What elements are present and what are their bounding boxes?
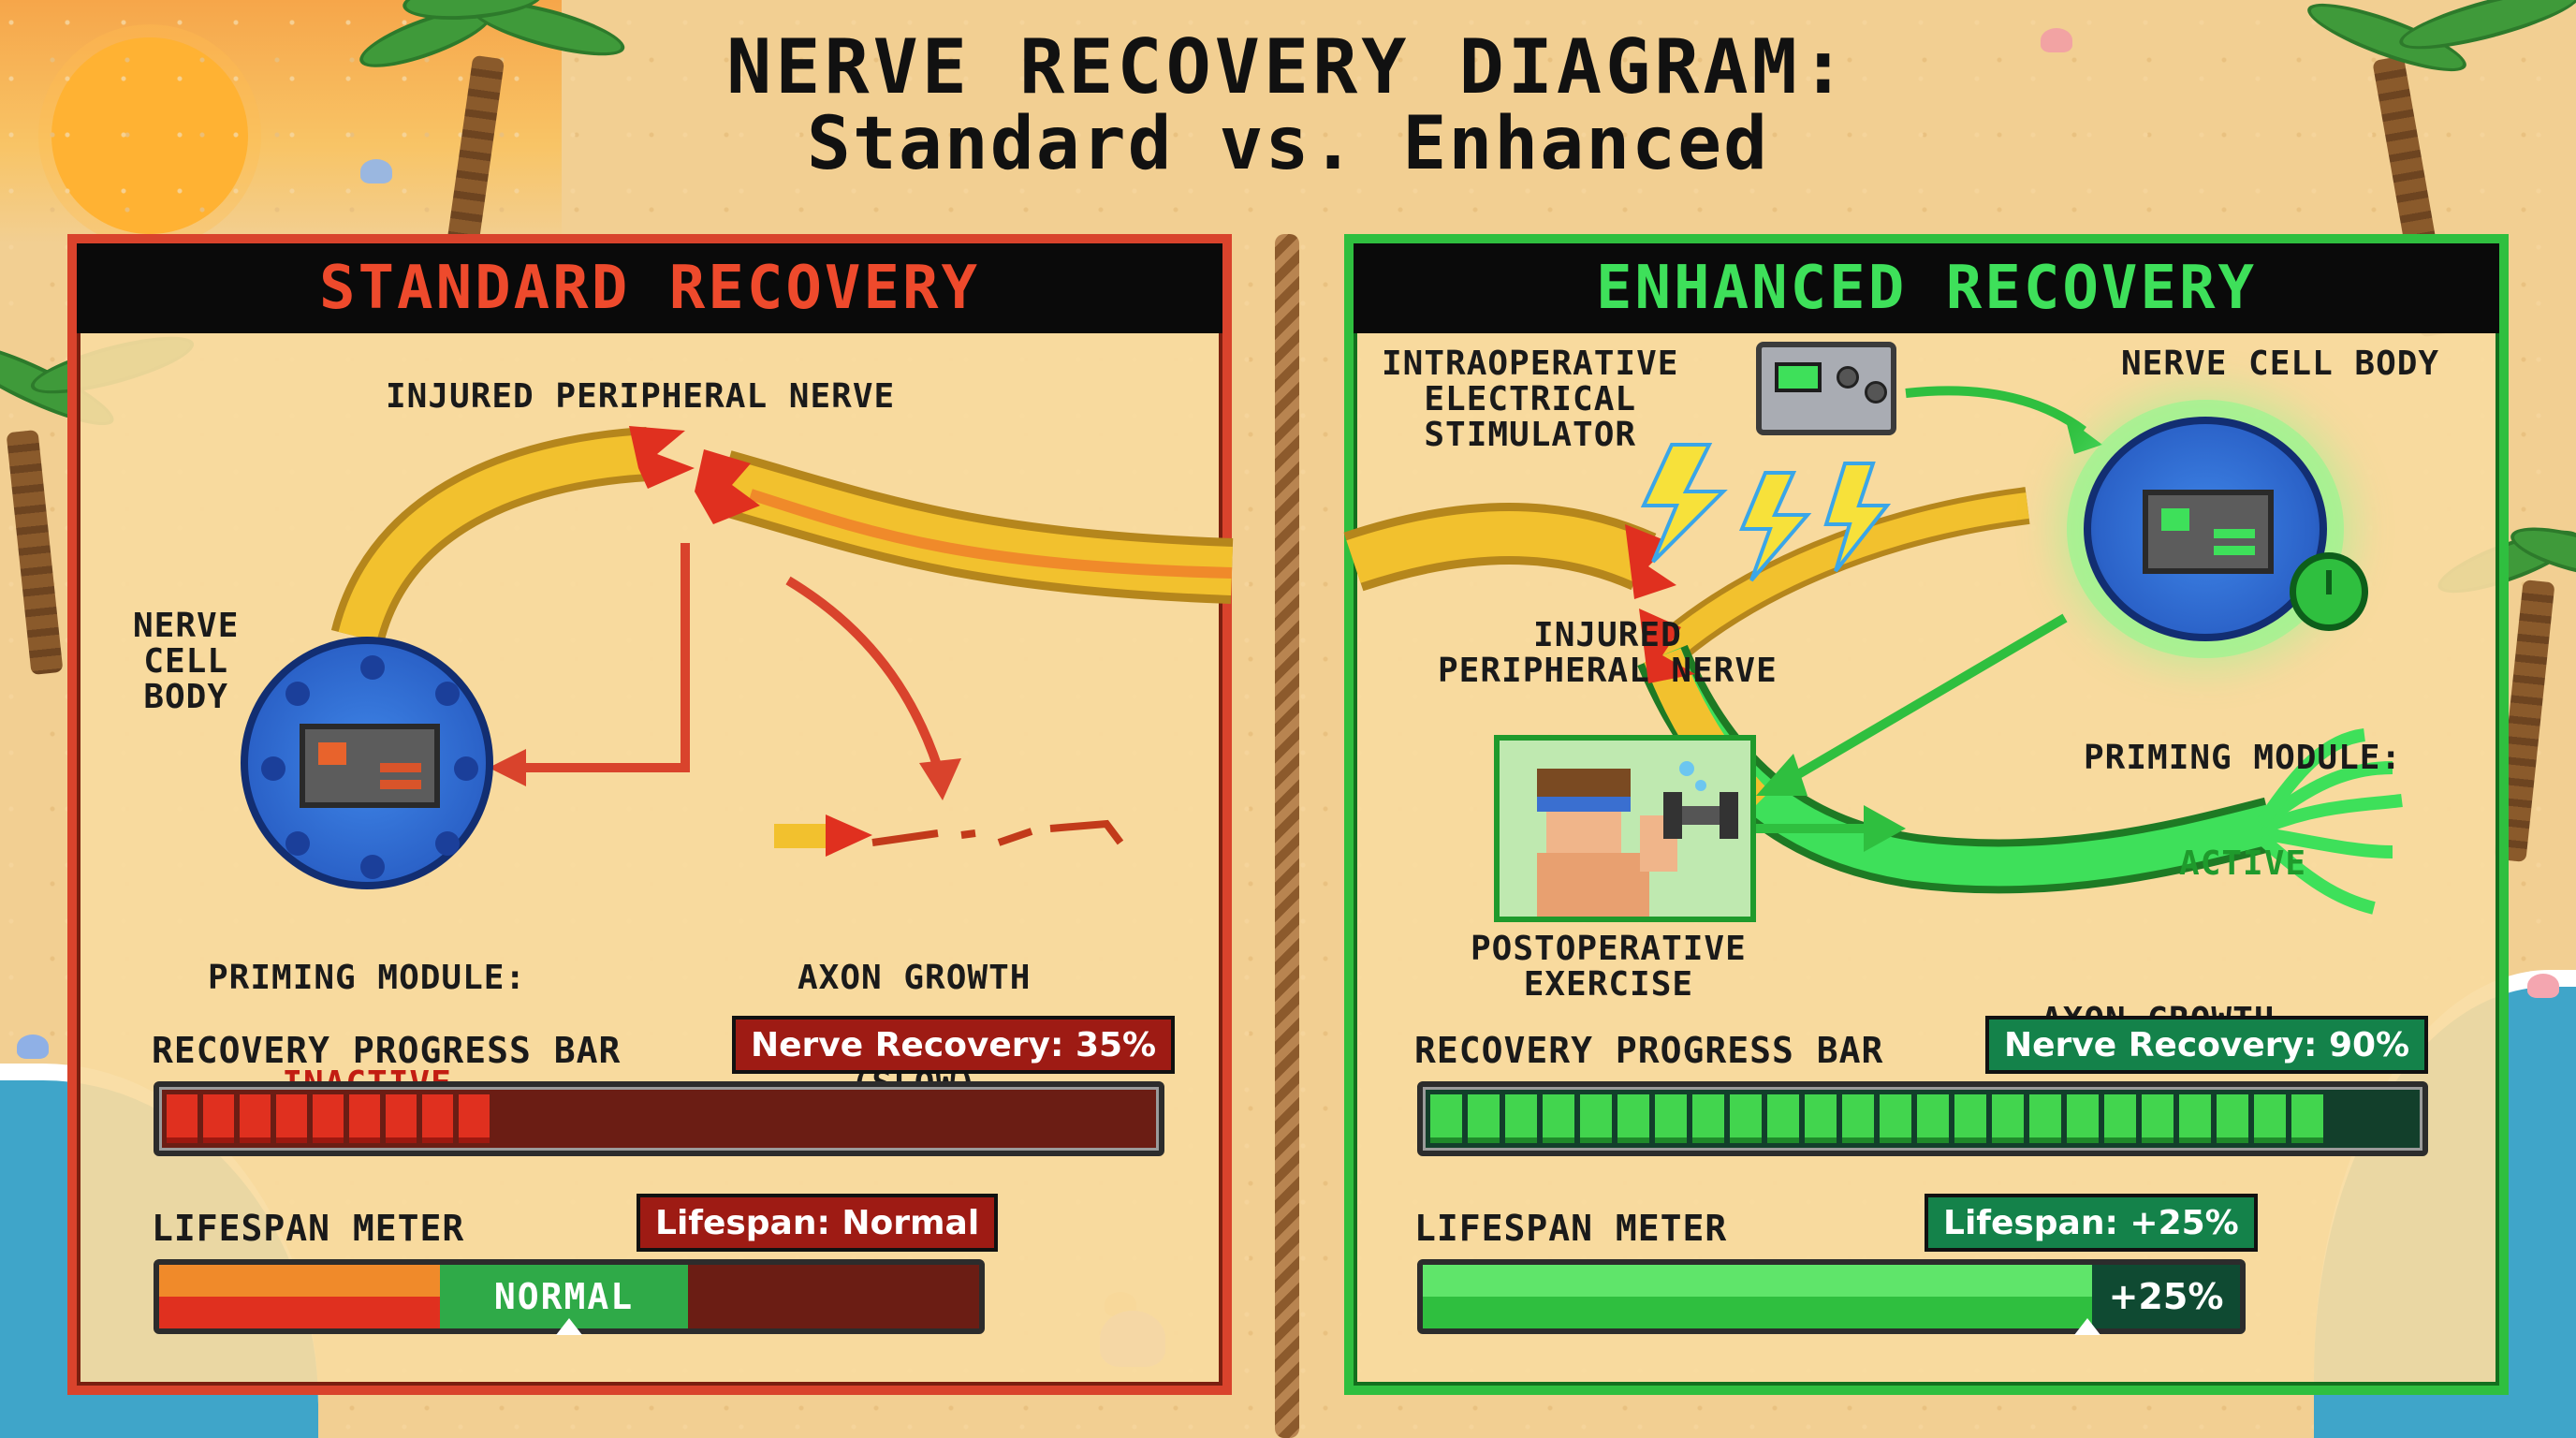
arrow-stimulator-to-cell-icon [1905, 386, 2086, 435]
cell-body-label: NERVE CELL BODY [133, 607, 240, 716]
nerve-recovery-badge: Nerve Recovery: 90% [1985, 1016, 2429, 1074]
diagram-title: NERVE RECOVERY DIAGRAM: Standard vs. Enh… [0, 28, 2576, 183]
priming-status-active: ACTIVE [2179, 844, 2307, 883]
standard-nerve-illustration [330, 426, 1234, 857]
lifespan-marker-icon [2074, 1318, 2100, 1335]
exercise-illustration [1494, 735, 1756, 922]
injured-nerve-label: INJURED PERIPHERAL NERVE [386, 377, 896, 416]
nerve-cell-body [241, 637, 493, 889]
axon-growth-tips [2256, 728, 2403, 915]
panel-header: STANDARD RECOVERY [77, 243, 1222, 333]
lifespan-meter-label: LIFESPAN METER [152, 1208, 465, 1249]
recovery-progress-label: RECOVERY PROGRESS BAR [152, 1030, 622, 1071]
lifespan-meter-label: LIFESPAN METER [1414, 1208, 1728, 1249]
lifespan-normal-zone: NORMAL [440, 1265, 688, 1328]
arrow-to-axon-icon [785, 576, 943, 770]
priming-chip-icon [300, 724, 440, 808]
seashell-icon [360, 159, 392, 183]
standard-recovery-panel: STANDARD RECOVERY INJURED PERIPHE [67, 234, 1234, 1395]
stimulator-label: INTRAOPERATIVE ELECTRICAL STIMULATOR [1382, 345, 1679, 454]
lifespan-badge: Lifespan: +25% [1925, 1194, 2258, 1252]
lifespan-marker-icon [556, 1318, 582, 1335]
seashell-icon [2041, 28, 2072, 52]
electrical-stimulator-icon [1756, 342, 1896, 435]
priming-module-label: PRIMING MODULE: ACTIVE [2084, 738, 2403, 883]
lifespan-bonus-zone: +25% [2092, 1265, 2240, 1328]
lifespan-meter-bar: +25% [1417, 1259, 2246, 1334]
nerve-cell-body [2084, 417, 2327, 641]
nerve-break-icon [1639, 609, 1695, 683]
page-subtitle: Standard vs. Enhanced [806, 102, 1770, 186]
cell-body-label: NERVE CELL BODY [2121, 345, 2440, 383]
lifespan-badge: Lifespan: Normal [637, 1194, 999, 1252]
panel-header: ENHANCED RECOVERY [1354, 243, 2499, 333]
nerve-break-icon [629, 426, 695, 489]
nerve-recovery-badge: Nerve Recovery: 35% [732, 1016, 1176, 1074]
recovery-progress-bar [154, 1081, 1164, 1156]
electrical-spark-icon [1640, 443, 1892, 582]
injured-nerve-label: INJURED PERIPHERAL NERVE [1438, 616, 1778, 690]
arrow-to-cell-icon [526, 543, 690, 772]
rope-divider [1275, 234, 1299, 1438]
person-lifting-dumbbell-icon [1537, 761, 1738, 918]
page-title: NERVE RECOVERY DIAGRAM: [726, 23, 1850, 110]
seashell-icon [17, 1034, 49, 1059]
exercise-label: POSTOPERATIVE EXERCISE [1471, 930, 1747, 1004]
seashell-icon [2527, 974, 2559, 998]
enhanced-recovery-panel: ENHANCED RECOVERY [1343, 234, 2509, 1395]
arrow-cell-to-exercise-icon [1791, 613, 2068, 782]
recovery-progress-label: RECOVERY PROGRESS BAR [1414, 1030, 1884, 1071]
priming-chip-active-icon [2143, 490, 2274, 574]
nerve-break-icon [695, 449, 760, 524]
stopwatch-icon [2290, 552, 2368, 631]
recovery-progress-bar [1417, 1081, 2428, 1156]
